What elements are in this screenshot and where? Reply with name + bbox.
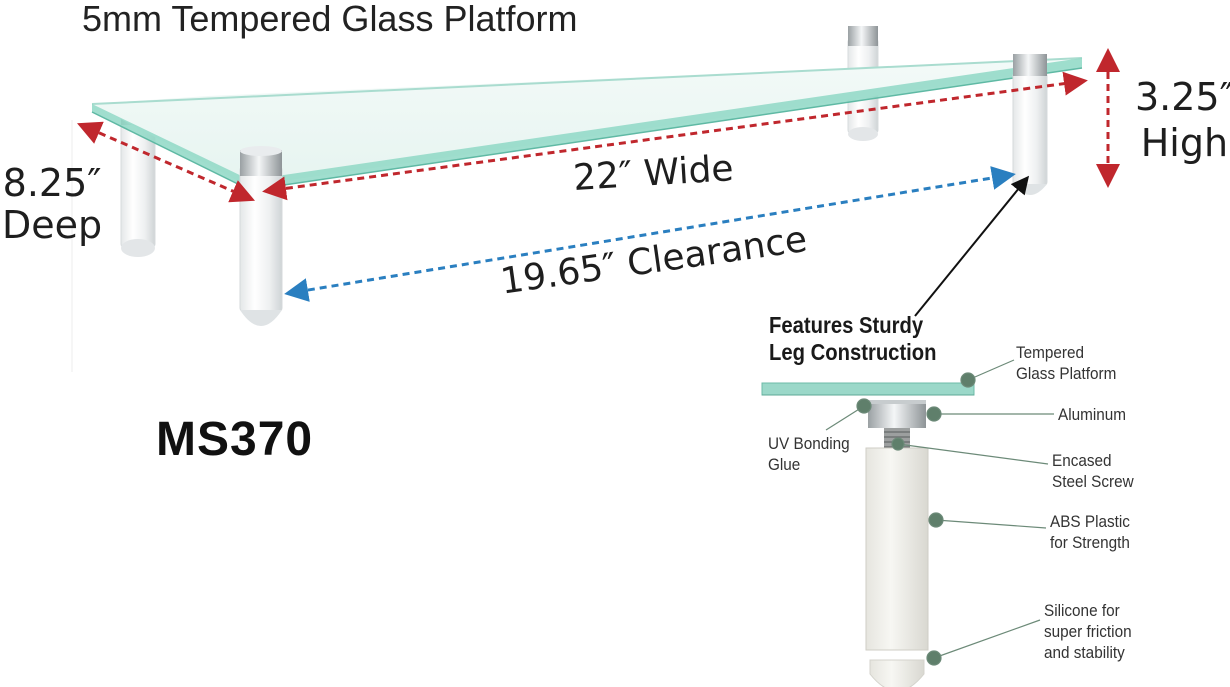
feature-heading-line1: Features Sturdy bbox=[769, 312, 924, 338]
callout-line: Steel Screw bbox=[1052, 472, 1134, 491]
depth-label: 8.25″ Deep bbox=[2, 162, 102, 246]
height-label: 3.25″ High bbox=[1135, 74, 1230, 166]
callout-abs-plastic: ABS Plastic for Strength bbox=[1050, 511, 1130, 553]
front-right-leg bbox=[1012, 54, 1048, 195]
callout-leaders bbox=[825, 359, 1054, 666]
leg-detail bbox=[761, 382, 975, 687]
height-value: 3.25″ bbox=[1135, 75, 1230, 119]
callout-line: Glue bbox=[768, 455, 801, 474]
callout-line: and stability bbox=[1044, 643, 1125, 662]
callout-line: super friction bbox=[1044, 622, 1132, 641]
callout-line: ABS Plastic bbox=[1050, 512, 1130, 531]
callout-tempered-glass: Tempered Glass Platform bbox=[1016, 342, 1116, 384]
feature-heading: Features Sturdy Leg Construction bbox=[769, 312, 937, 366]
front-left-leg bbox=[239, 146, 283, 326]
feature-heading-line2: Leg Construction bbox=[769, 339, 937, 365]
product-title: 5mm Tempered Glass Platform bbox=[82, 0, 578, 39]
model-number: MS370 bbox=[156, 413, 314, 466]
callout-line: Glass Platform bbox=[1016, 364, 1117, 383]
callout-uv-glue: UV Bonding Glue bbox=[768, 433, 850, 475]
callout-line: Silicone for bbox=[1044, 601, 1120, 620]
callout-silicone: Silicone for super friction and stabilit… bbox=[1044, 600, 1132, 663]
callout-line: UV Bonding bbox=[768, 434, 850, 453]
depth-word: Deep bbox=[2, 203, 103, 247]
height-word: High bbox=[1140, 121, 1229, 165]
depth-value: 8.25″ bbox=[2, 161, 102, 205]
detail-pointer-arrow bbox=[914, 175, 1030, 317]
callout-line: Tempered bbox=[1016, 343, 1085, 362]
callout-steel-screw: Encased Steel Screw bbox=[1052, 450, 1134, 492]
depth-arrow bbox=[76, 121, 256, 203]
callout-aluminum: Aluminum bbox=[1058, 405, 1127, 424]
callout-line: for Strength bbox=[1050, 533, 1130, 552]
callout-line: Encased bbox=[1052, 451, 1112, 470]
